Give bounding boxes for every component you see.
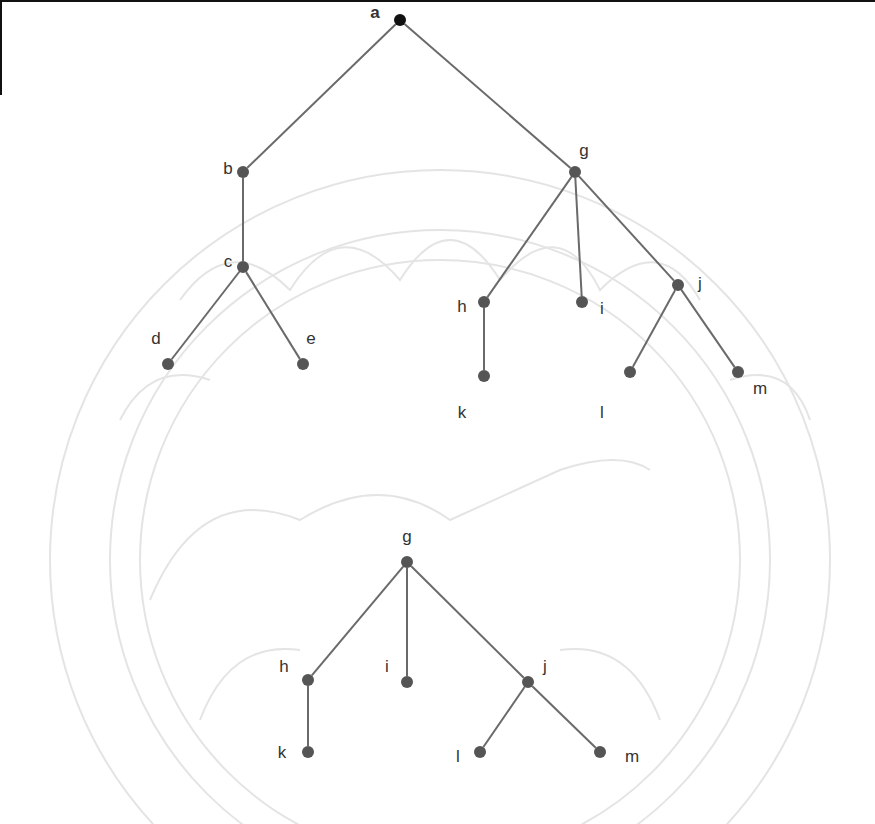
tree-edge [406,568,408,676]
vertex-label: k [278,744,287,761]
vertex-label: l [600,404,604,421]
tree-vertex: b [237,166,249,178]
tree-edge [483,687,524,747]
tree-vertex: m [594,746,606,758]
tree-vertex: d [162,358,174,370]
vertex-label: i [600,300,604,317]
tree-edge [532,686,595,748]
vertex-label: j [698,275,702,292]
tree-edge [579,176,674,280]
tree-vertex: l [624,366,636,378]
tree-vertex: k [302,746,314,758]
tree-vertex: j [672,279,684,291]
tree-edge [483,308,485,370]
tree-edge [575,178,581,296]
tree-edge [246,272,300,359]
vertex-label: a [370,4,379,21]
tree-edge [487,177,571,297]
tree-edge [633,290,675,366]
vertex-label: j [543,658,547,675]
tree-edge [172,272,240,360]
tree-vertex: j [522,676,534,688]
vertex-label: e [306,330,315,347]
tree-edge [681,290,734,367]
tree-vertex: i [401,676,413,688]
tree-vertex: a [394,14,406,26]
tree-edge [411,566,523,678]
vertex-label: m [753,380,767,397]
tree-vertex: h [302,674,314,686]
tree-vertex: m [732,366,744,378]
tree-vertex: c [237,261,249,273]
vertex-label: g [579,142,588,159]
vertex-label: m [625,748,639,765]
vertex-label: l [456,748,460,765]
vertex-label: b [223,160,232,177]
vertex-label: h [457,298,466,315]
vertex-label: k [458,404,467,421]
tree-edge [307,686,309,746]
tree-vertex: i [576,296,588,308]
tree-vertex: g [401,556,413,568]
tree-vertex: g [569,166,581,178]
tree-edge [312,567,403,676]
tree-vertex: e [297,358,309,370]
tree-vertex: h [478,296,490,308]
vertex-label: c [224,253,233,270]
tree-vertex: l [474,746,486,758]
vertex-label: h [279,658,288,675]
tree-edge [242,178,244,261]
vertex-label: g [402,528,411,545]
tree-vertex: k [478,370,490,382]
vertex-label: i [385,658,389,675]
tree-edge [405,24,571,168]
tree-edge [247,24,395,168]
vertex-label: d [151,330,160,347]
